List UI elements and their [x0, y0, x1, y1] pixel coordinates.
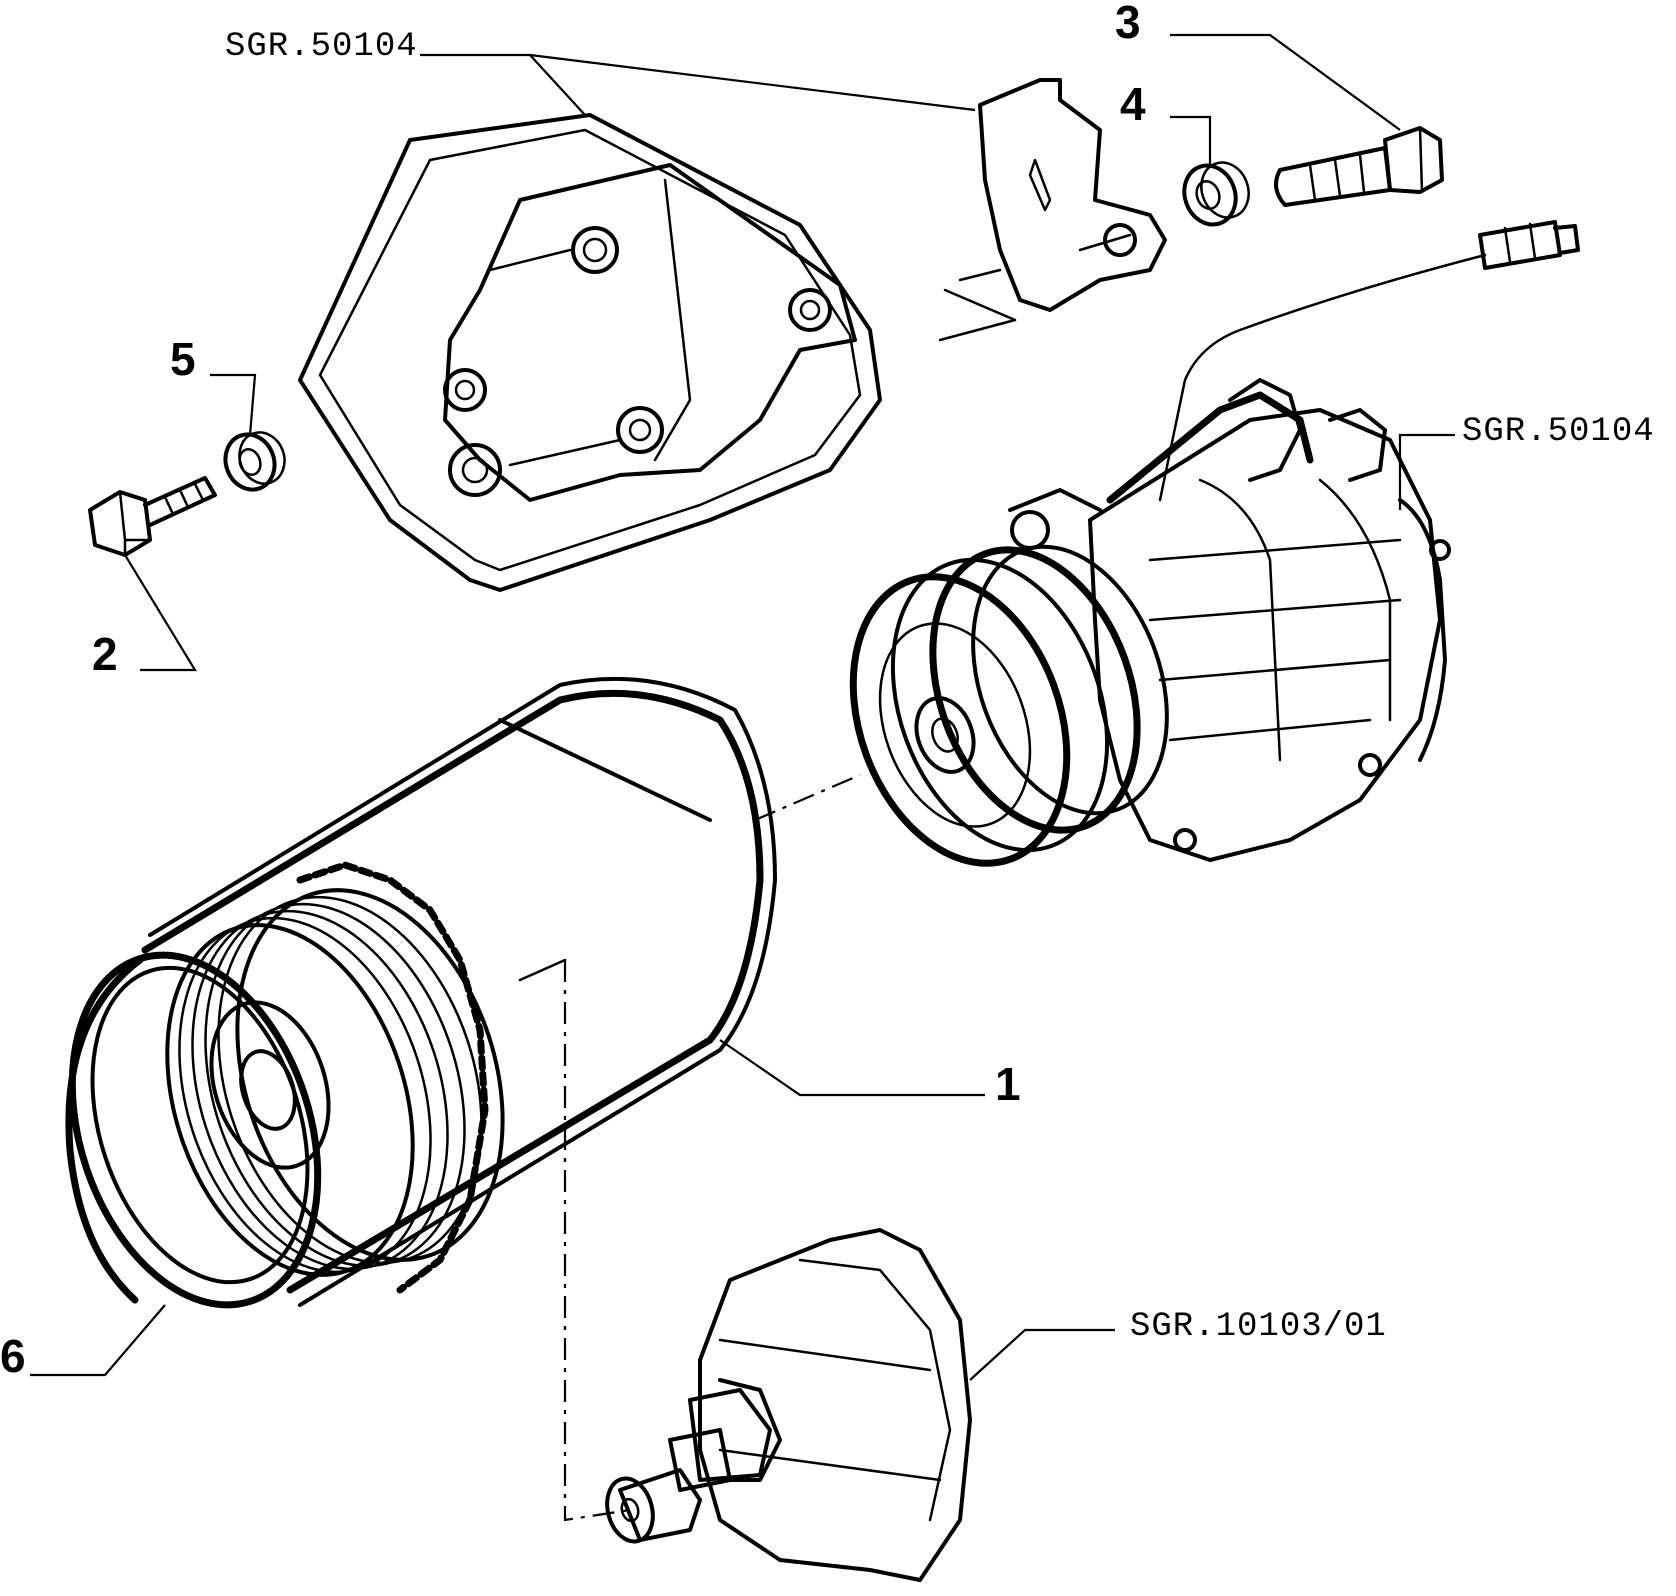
callout-6: 6: [0, 1330, 26, 1382]
bracket-reference-label: SGR.50104: [225, 28, 418, 66]
callout-1: 1: [995, 1058, 1021, 1110]
crankshaft-reference-label: SGR.10103/01: [1130, 1308, 1387, 1346]
callout-2: 2: [92, 628, 118, 680]
washer-5: [223, 431, 286, 492]
leader-lines: [30, 33, 1455, 1381]
bolt-2: [88, 476, 217, 557]
callout-4: 4: [1120, 78, 1146, 130]
mounting-plate: [298, 113, 882, 592]
electrical-connector: [1158, 220, 1580, 502]
crankshaft: [605, 1228, 972, 1582]
compressor-reference-label: SGR.50104: [1462, 413, 1655, 451]
bracket: [938, 78, 1167, 342]
ac-compressor: [849, 378, 1451, 867]
bolt-3: [1274, 126, 1444, 207]
axis-line-crank: [563, 960, 631, 1522]
drive-belt: [65, 676, 777, 1307]
callout-3: 3: [1115, 0, 1141, 48]
washer-4: [1182, 161, 1250, 227]
axis-tick: [518, 958, 567, 982]
axis-line-compressor: [754, 773, 861, 822]
callout-5: 5: [170, 333, 196, 385]
